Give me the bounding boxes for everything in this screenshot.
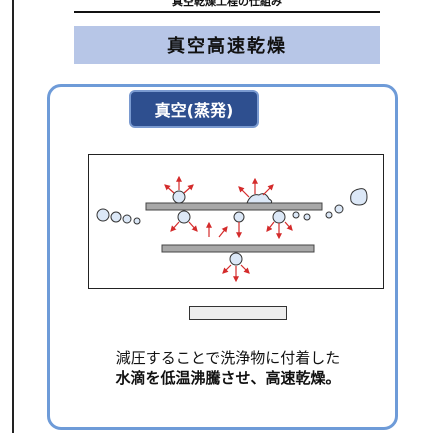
description-line-2: 水滴を低温沸騰させ、高速乾燥。 <box>115 369 341 387</box>
evaporation-diagram-svg <box>96 175 368 283</box>
droplet <box>246 193 273 204</box>
droplet <box>110 211 122 223</box>
droplet <box>96 208 110 222</box>
droplet <box>122 214 132 224</box>
droplet <box>172 190 186 204</box>
droplet <box>272 210 286 224</box>
vapor-arrow <box>240 264 250 274</box>
droplet <box>350 188 368 206</box>
vapor-arrow <box>238 186 250 198</box>
left-border-line <box>12 0 14 433</box>
vapor-arrow <box>284 221 293 231</box>
small-plate <box>189 306 287 320</box>
droplet <box>303 213 311 221</box>
evaporation-diagram <box>88 154 384 289</box>
vapor-arrow <box>164 184 175 194</box>
droplet <box>177 210 191 224</box>
droplet <box>334 204 344 214</box>
droplet <box>233 211 245 223</box>
vapor-arrow <box>218 226 228 238</box>
title-banner: 真空高速乾燥 <box>74 26 380 64</box>
upper-plate <box>145 202 323 211</box>
vapor-arrow <box>188 221 198 232</box>
top-caption: 真空乾燥工程の仕組み <box>74 0 380 13</box>
droplet <box>229 252 243 266</box>
vapor-arrow <box>170 221 180 232</box>
droplet <box>292 211 300 219</box>
description-line-1: 減圧することで洗浄物に付着した <box>115 349 341 367</box>
vapor-arrow <box>266 221 275 232</box>
vapor-arrow <box>222 264 232 274</box>
vapor-arrow <box>262 184 274 196</box>
section-label-pill: 真空(蒸発) <box>129 90 259 128</box>
droplet <box>133 217 141 225</box>
vapor-arrow <box>183 184 194 194</box>
droplet <box>325 211 333 219</box>
description: 減圧することで洗浄物に付着した 水滴を低温沸騰させ、高速乾燥。 <box>78 348 378 388</box>
lower-plate <box>161 244 315 253</box>
